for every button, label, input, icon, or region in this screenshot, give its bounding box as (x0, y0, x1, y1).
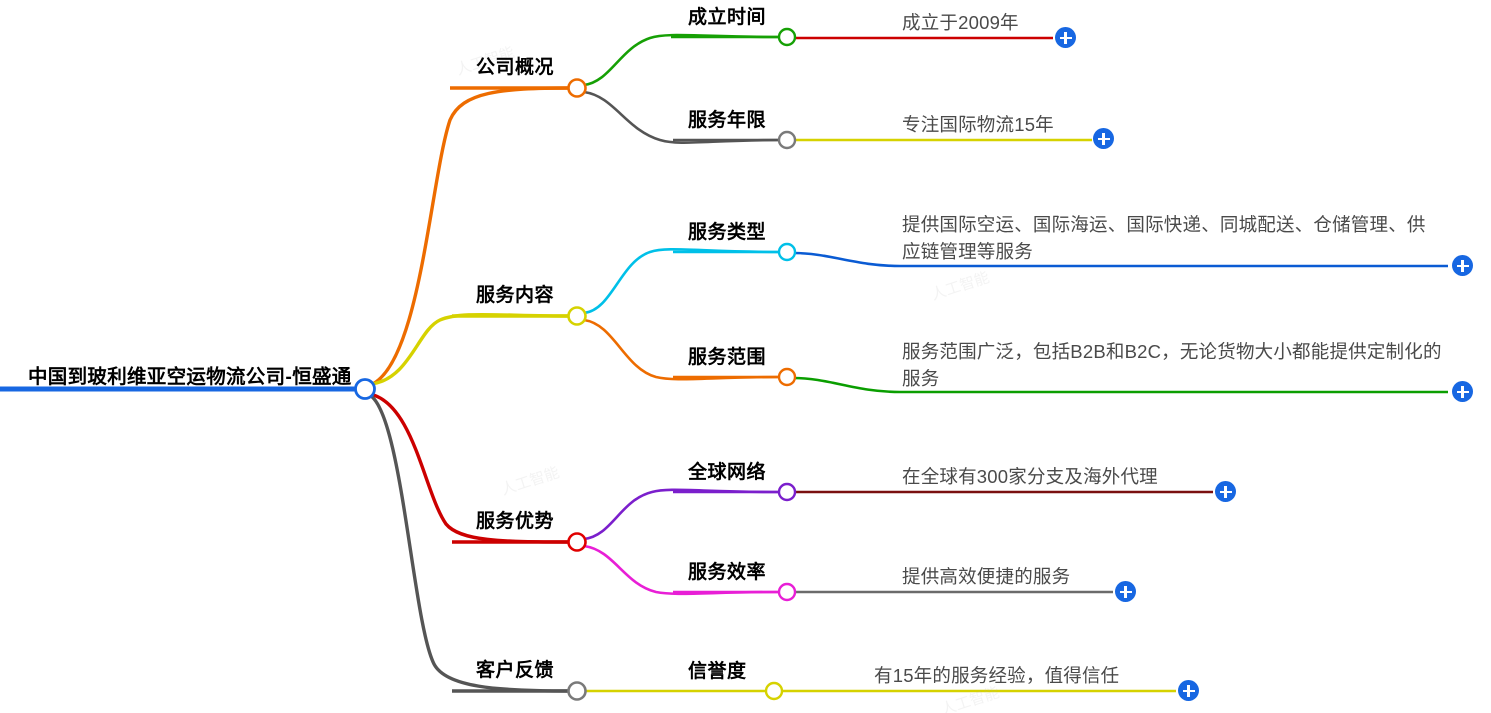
add-node-button-reputation[interactable] (1178, 680, 1199, 701)
child-2b-node-circle[interactable] (777, 367, 797, 387)
leaf-text-service-scope: 服务范围广泛，包括B2B和B2C，无论货物大小都能提供定制化的服务 (902, 341, 1442, 389)
add-node-button-global-network[interactable] (1215, 481, 1236, 502)
leaf-text-founding-time: 成立于2009年 (902, 12, 1019, 33)
leaf-line-2b (792, 376, 1448, 394)
branch-4-node-circle[interactable] (567, 681, 587, 701)
child-label-founding-time: 成立时间 (688, 7, 767, 28)
child-2a-node-circle[interactable] (777, 242, 797, 262)
leaf-line-2a (792, 251, 1448, 268)
leaf-text-reputation: 有15年的服务经验，值得信任 (874, 665, 1120, 686)
child-label-service-efficiency: 服务效率 (688, 562, 767, 583)
child-3b-node-circle[interactable] (777, 582, 797, 602)
root-node-circle[interactable] (354, 378, 376, 400)
leaf-text-service-efficiency: 提供高效便捷的服务 (902, 566, 1071, 587)
add-node-button-service-scope[interactable] (1452, 381, 1473, 402)
branch-label-advantages: 服务优势 (476, 511, 555, 532)
branch-label-services: 服务内容 (476, 285, 555, 306)
add-node-button-founding-time[interactable] (1055, 27, 1076, 48)
connector-branch-1-to-child-1a (583, 33, 782, 87)
branch-label-company-overview: 公司概况 (476, 57, 555, 78)
add-node-button-service-efficiency[interactable] (1115, 581, 1136, 602)
leaf-text-global-network: 在全球有300家分支及海外代理 (902, 466, 1158, 487)
child-3a-node-circle[interactable] (777, 482, 797, 502)
branch-1-node-circle[interactable] (567, 78, 587, 98)
child-label-service-years: 服务年限 (688, 110, 767, 131)
connector-root-to-branch-4 (367, 392, 572, 693)
child-1a-node-circle[interactable] (777, 27, 797, 47)
branch-label-customer-feedback: 客户反馈 (476, 660, 555, 681)
connector-branch-3-to-child-3a (583, 488, 782, 541)
root-node-label: 中国到玻利维亚空运物流公司-恒盛通 (28, 366, 352, 388)
child-4a-node-circle[interactable] (764, 681, 784, 701)
child-label-service-scope: 服务范围 (688, 347, 767, 368)
connector-root-to-branch-1 (367, 86, 572, 388)
branch-3-node-circle[interactable] (567, 532, 587, 552)
branch-2-node-circle[interactable] (567, 306, 587, 326)
leaf-text-service-types: 提供国际空运、国际海运、国际快递、同城配送、仓储管理、供应链管理等服务 (902, 214, 1426, 262)
add-node-button-service-years[interactable] (1093, 128, 1114, 149)
child-label-global-network: 全球网络 (688, 462, 767, 483)
leaf-text-service-years: 专注国际物流15年 (902, 114, 1054, 135)
add-node-button-service-types[interactable] (1452, 255, 1473, 276)
child-label-service-types: 服务类型 (688, 222, 767, 243)
connector-root-to-branch-2 (371, 312, 572, 386)
connector-branch-2-to-child-2a (583, 248, 782, 315)
child-label-reputation: 信誉度 (688, 661, 747, 682)
child-1b-node-circle[interactable] (777, 130, 797, 150)
